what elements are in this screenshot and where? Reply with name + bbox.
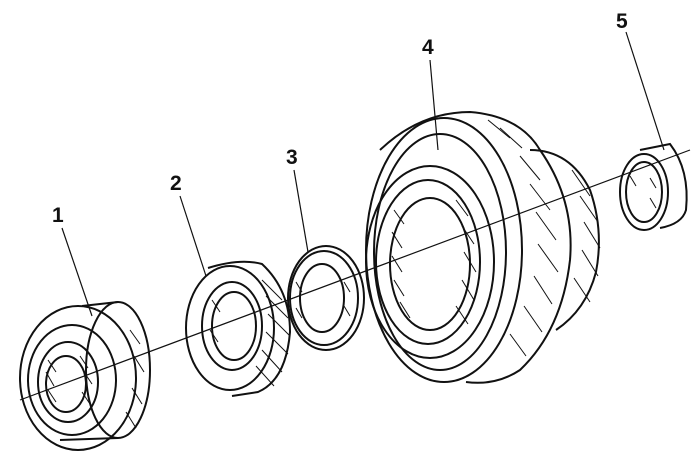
part-1-bearing [19, 301, 151, 451]
leader-line-3 [293, 169, 309, 253]
part-5-sleeve [619, 142, 688, 231]
leader-line-2 [179, 195, 207, 277]
part-4-flanged-housing [365, 110, 601, 384]
leader-line-5 [625, 31, 665, 151]
part-2-thick-ring [185, 260, 292, 397]
leader-lines [61, 31, 665, 317]
callout-numbers: 1 2 3 4 5 [52, 10, 628, 227]
callout-4: 4 [422, 36, 434, 59]
callout-2: 2 [170, 172, 182, 195]
leader-line-1 [61, 227, 93, 317]
callout-5: 5 [616, 10, 628, 33]
leader-line-4 [429, 59, 439, 151]
callout-3: 3 [286, 146, 298, 169]
callout-1: 1 [52, 204, 64, 227]
part-3-thin-ring [287, 245, 365, 351]
assembly-axis [19, 149, 691, 401]
